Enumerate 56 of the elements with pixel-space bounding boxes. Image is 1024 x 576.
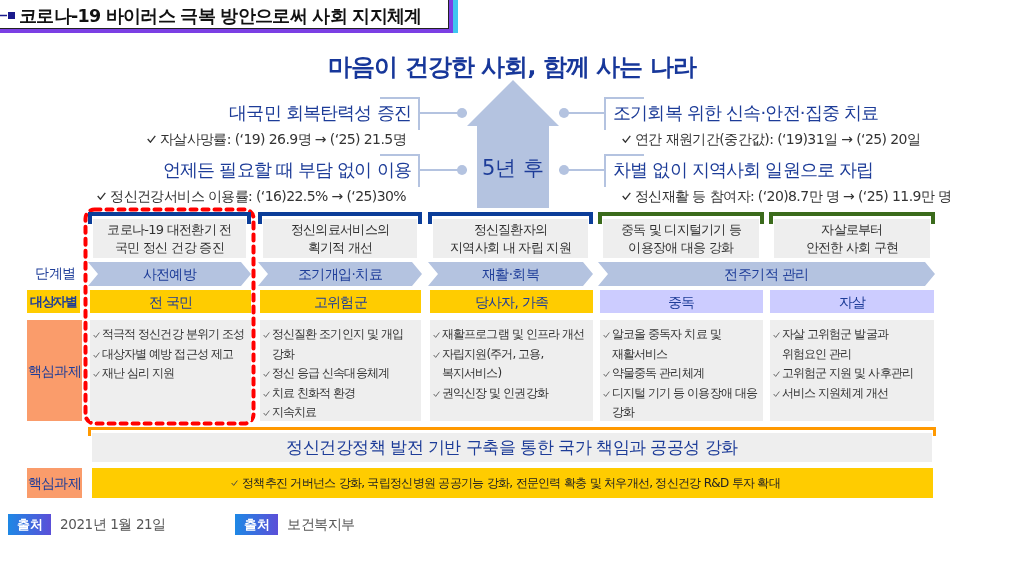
task-item: 재활프로그램 및 인프라 개선: [442, 326, 584, 343]
task-item: 고위험군 지원 및 사후관리: [782, 365, 913, 382]
task-item: 정신질환 조기인지 및 개입 강화: [272, 326, 404, 363]
task-item: 치료 친화적 환경: [272, 384, 356, 402]
task-item: 디지털 기기 등 이용장애 대응 강화: [612, 384, 758, 421]
goal-heading: 언제든 필요할 때 부담 없이 이용: [162, 154, 420, 187]
connector-line: [419, 165, 468, 175]
row-header: 핵심과제: [27, 320, 82, 421]
connector-line: [419, 108, 468, 118]
source-text: 보건복지부: [287, 515, 355, 534]
highlight-frame: [83, 207, 256, 426]
task-bar: [92, 468, 933, 498]
title-text: 코로나-19 바이러스 극복 방안으로써 사회 지지체계: [19, 5, 422, 28]
row-header: 핵심과제: [27, 468, 82, 498]
row-header: 대상자별: [27, 290, 80, 313]
task-item: 자살 고위험군 발굴과 위험요인 관리: [782, 326, 890, 363]
metric-text: 정신건강서비스 이용률: (‘16)22.5% → (‘25)30%: [110, 187, 406, 205]
source-badge: 출처: [235, 514, 278, 535]
chevron-band: 재활·회복: [428, 262, 593, 286]
task-item: 재난 심리 지원: [102, 365, 175, 382]
task-item: 약물중독 관리체계: [612, 365, 704, 382]
task-item: 자립지원(주거, 고용, 복지서비스): [442, 345, 545, 382]
task-item: 권익신장 및 인권강화: [442, 384, 548, 402]
task-box: [600, 320, 763, 421]
task-item: 알코올 중독자 치료 및 재활서비스: [612, 326, 722, 363]
source-text: 2021년 1월 21일: [60, 515, 166, 534]
target-box: 중독: [600, 290, 763, 313]
chevron-band: 사전예방: [88, 262, 251, 286]
source-badge: 출처: [8, 514, 51, 535]
target-box: 자살: [770, 290, 934, 313]
connector-line: [558, 108, 605, 118]
row-label: 단계별: [35, 264, 76, 282]
task-box: [90, 320, 251, 421]
connector-line: [558, 165, 605, 175]
goal-heading: 대국민 회복탄력성 증진: [229, 97, 420, 130]
up-arrow: 5년 후: [467, 80, 559, 208]
target-box: 전 국민: [90, 290, 251, 313]
target-box: 고위험군: [260, 290, 421, 313]
task-item: 대상자별 예방 접근성 제고: [102, 345, 233, 363]
metric-text: 자살사망률: (‘19) 26.9명 → (‘25) 21.5명: [159, 130, 406, 148]
task-item: 정책추진 거버넌스 강화, 국립정신병원 공공기능 강화, 전문인력 확충 및 처우개선, 정신건강 R&D 투자 확대: [242, 475, 780, 491]
goal-heading: 차별 없이 지역사회 일원으로 자립: [604, 154, 874, 187]
metric-text: 연간 재원기간(중간값): (‘19)31일 → (‘25) 20일: [635, 130, 921, 148]
task-box: [770, 320, 934, 421]
chevron-band: 전주기적 관리: [598, 262, 935, 286]
task-item: 적극적 정신건강 분위기 조성: [102, 326, 244, 343]
vision-heading: 마음이 건강한 사회, 함께 사는 나라: [328, 52, 696, 83]
task-box: [260, 320, 421, 421]
task-item: 지속치료: [272, 404, 317, 421]
target-box: 당사자, 가족: [430, 290, 593, 313]
task-box: [430, 320, 593, 421]
chevron-band: 조기개입·치료: [258, 262, 422, 286]
goal-heading: 조기회복 위한 신속·안전·집중 치료: [604, 97, 879, 130]
task-item: 서비스 지원체계 개선: [782, 384, 888, 402]
task-item: 정신 응급 신속대응체계: [272, 365, 389, 382]
metric-text: 정신재활 등 참여자: (‘20)8.7만 명 → (‘25) 11.9만 명: [635, 187, 952, 205]
